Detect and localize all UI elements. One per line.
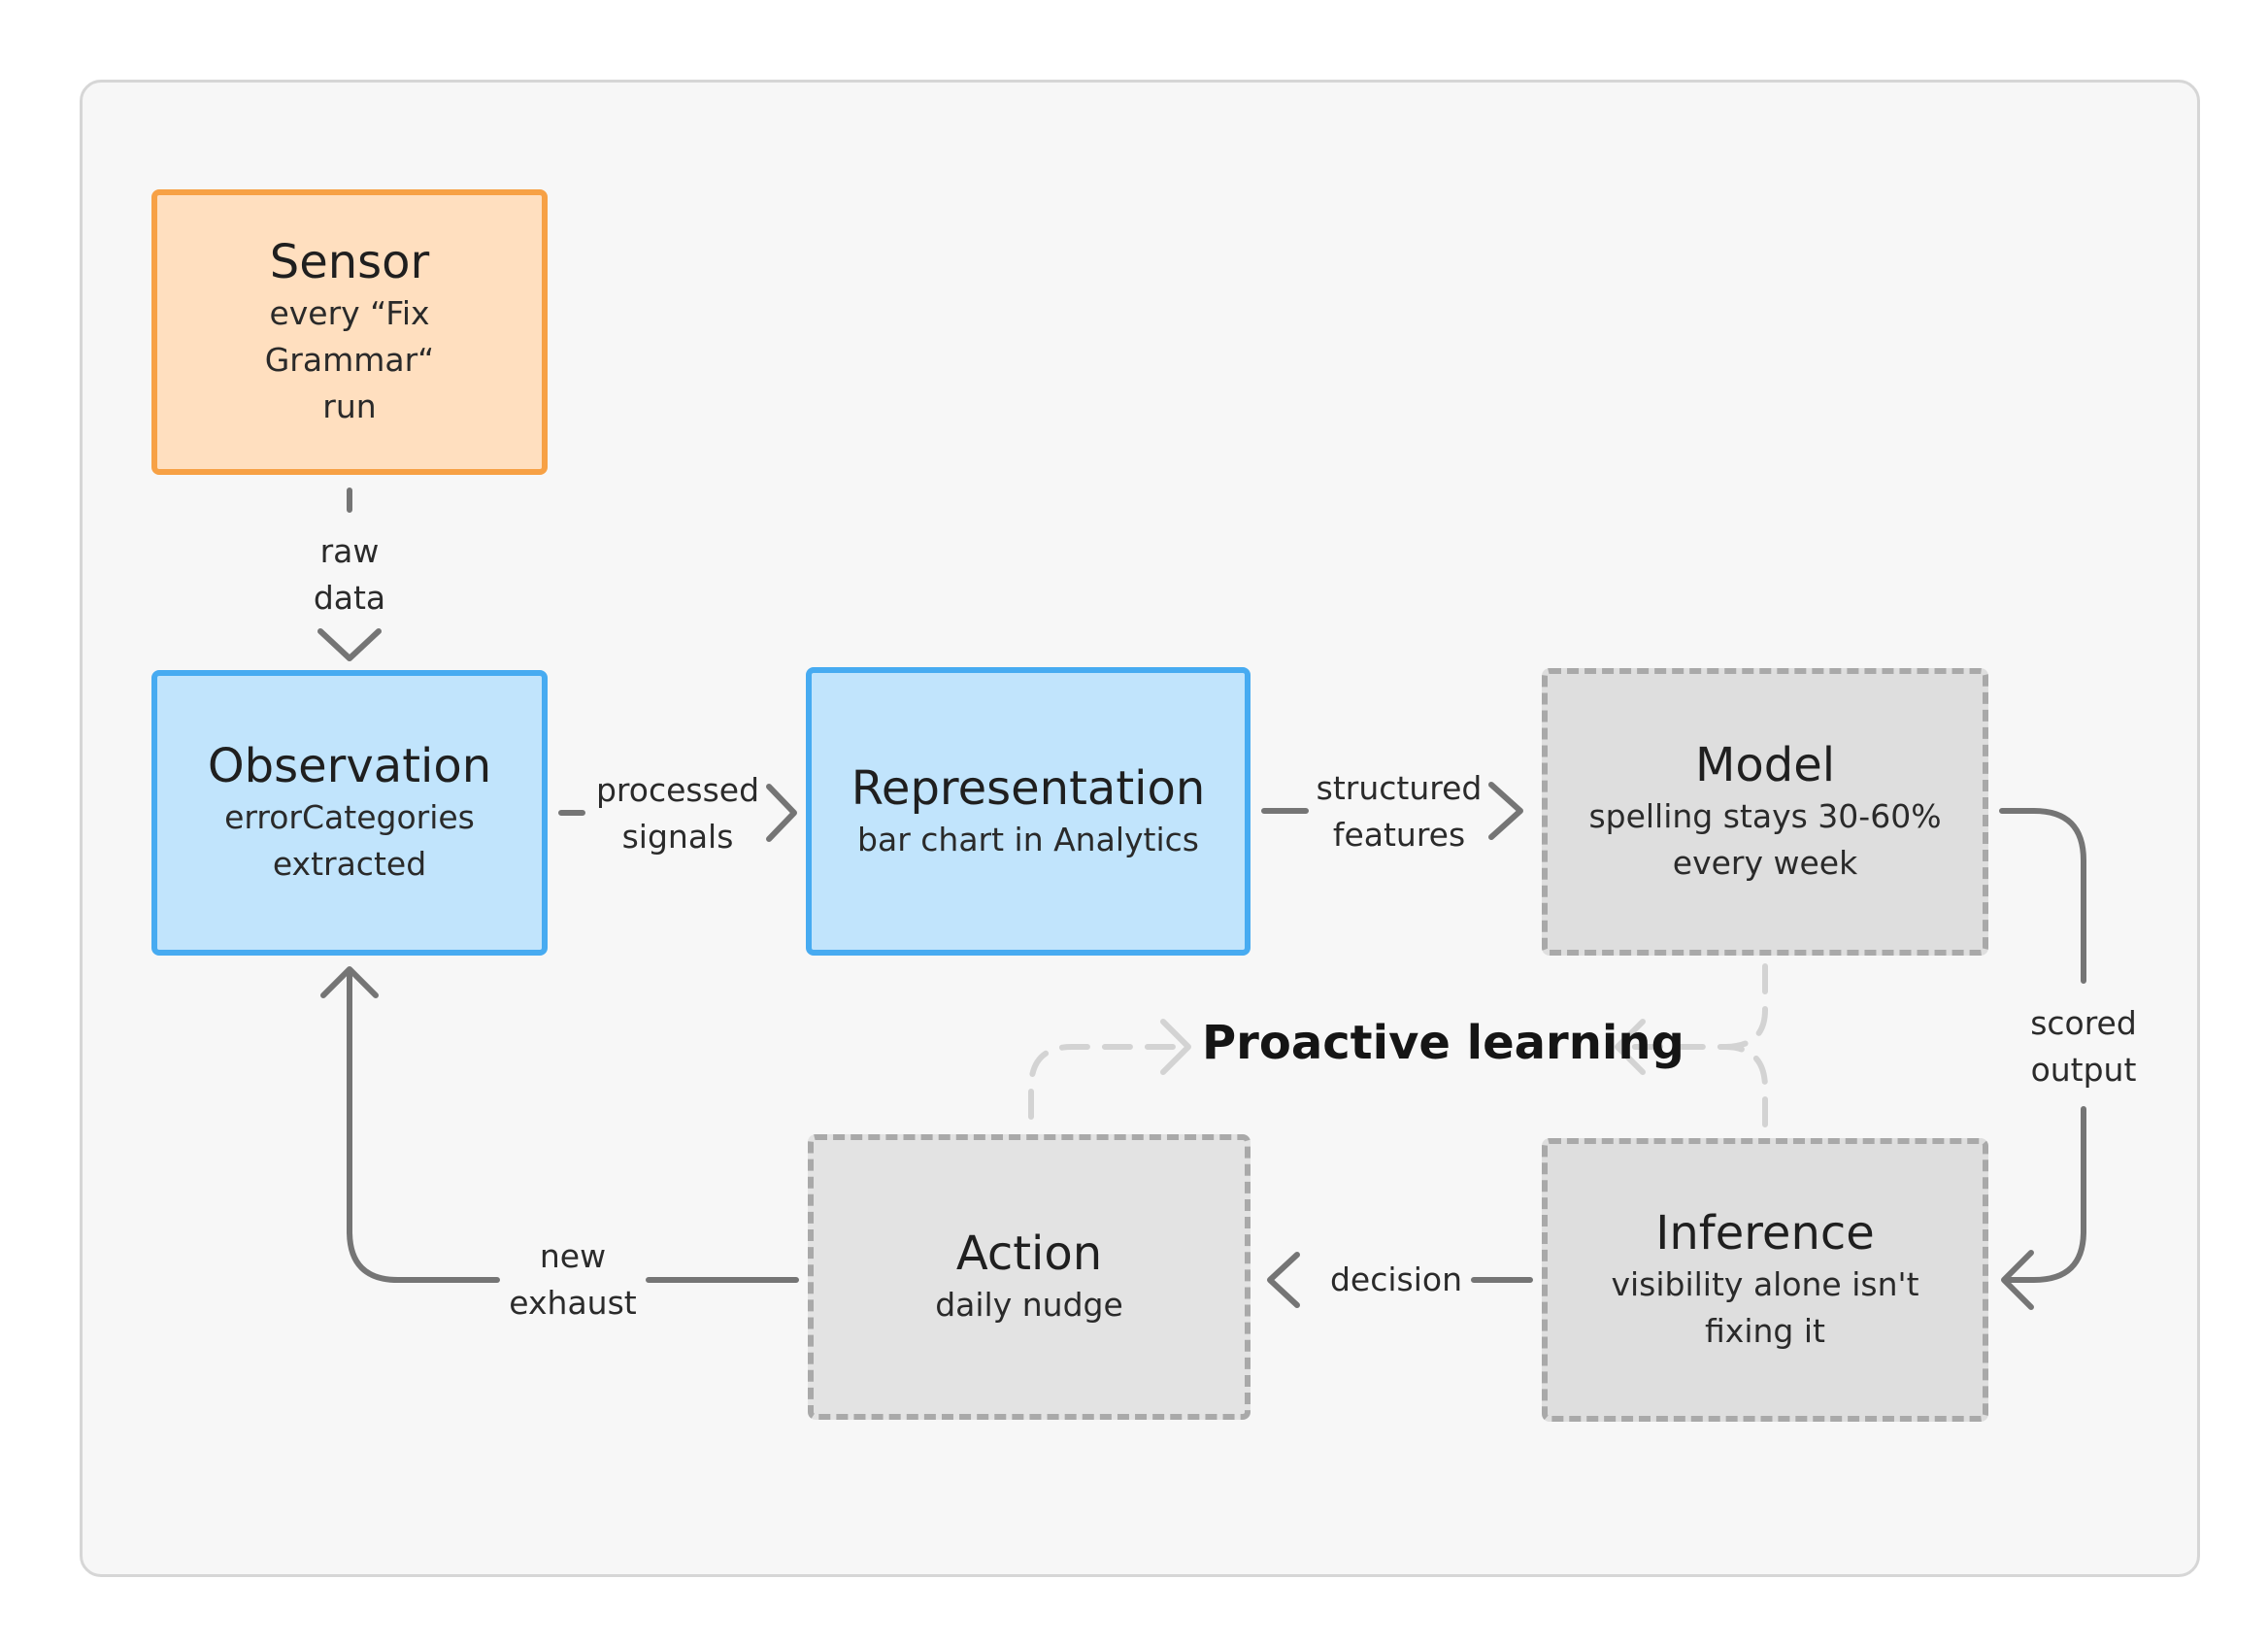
model-subtitle: spelling stays 30-60% every week <box>1588 797 1942 882</box>
proactive-loop-left <box>1028 1044 1189 1120</box>
representation-subtitle: bar chart in Analytics <box>857 820 1199 858</box>
new-exhaust-label: new exhaust <box>509 1237 637 1322</box>
raw-data-arrow <box>317 487 382 661</box>
scored-output-arrow <box>1999 808 2086 1310</box>
inference-title: Inference <box>1655 1206 1875 1260</box>
scored-output-label: scored output <box>2030 1004 2137 1089</box>
model-title: Model <box>1694 738 1836 792</box>
sensor-node: Sensor every “Fix Grammar“ run <box>151 189 548 475</box>
representation-title: Representation <box>850 760 1206 816</box>
proactive-arrowhead-right <box>1160 1019 1191 1075</box>
proactive-loop-right <box>1628 963 1768 1127</box>
decision-arrow <box>1267 1252 1533 1308</box>
model-node: Model spelling stays 30-60% every week <box>1542 668 1988 956</box>
processed-signals-label: processed signals <box>595 771 760 856</box>
new-exhaust-arrow <box>320 966 799 1283</box>
observation-node: Observation errorCategories extracted <box>151 670 548 956</box>
observation-subtitle: errorCategories extracted <box>224 798 475 883</box>
proactive-learning-label: Proactive learning <box>1202 1016 1684 1070</box>
observation-title: Observation <box>207 739 492 793</box>
inference-node: Inference visibility alone isn't fixing … <box>1542 1138 1988 1422</box>
action-title: Action <box>955 1227 1103 1281</box>
action-subtitle: daily nudge <box>935 1286 1123 1324</box>
proactive-arrowhead-left <box>1615 1019 1646 1075</box>
processed-signals-arrow <box>558 784 797 842</box>
sensor-title: Sensor <box>269 235 430 289</box>
inference-subtitle: visibility alone isn't fixing it <box>1611 1265 1919 1350</box>
sensor-subtitle: every “Fix Grammar“ run <box>264 294 435 425</box>
decision-label: decision <box>1329 1260 1463 1298</box>
structured-features-label: structured features <box>1316 769 1483 854</box>
raw-data-label: raw data <box>313 532 386 617</box>
structured-features-arrow <box>1261 782 1523 840</box>
action-node: Action daily nudge <box>808 1134 1251 1420</box>
representation-node: Representation bar chart in Analytics <box>806 667 1251 956</box>
